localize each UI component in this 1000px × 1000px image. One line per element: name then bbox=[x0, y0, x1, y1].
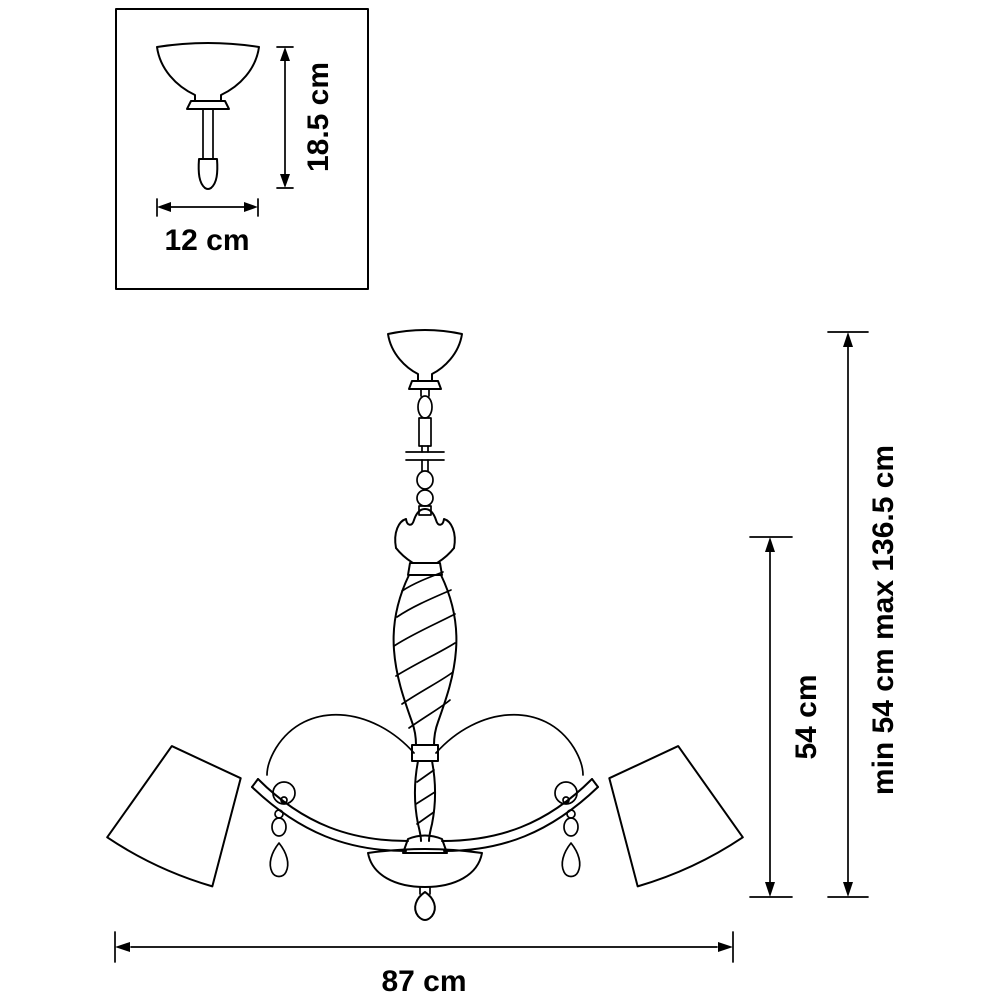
chandelier-drawing bbox=[106, 329, 744, 921]
inset-width-label: 12 cm bbox=[164, 224, 250, 257]
arm-left bbox=[251, 714, 415, 852]
dimension-overall-height-line bbox=[827, 331, 869, 898]
crystal-pendant-left bbox=[269, 781, 296, 878]
inset-height-dimension-line bbox=[276, 46, 294, 189]
overall-height-label: min 54 cm max 136.5 cm bbox=[867, 444, 900, 796]
canopy-detail-drawing bbox=[156, 42, 260, 190]
width-label: 87 cm bbox=[381, 965, 467, 998]
inset-box bbox=[115, 8, 369, 290]
lamp-shade-right bbox=[608, 745, 744, 888]
ceiling-cup bbox=[387, 329, 463, 397]
dimension-width-line bbox=[114, 931, 734, 963]
dimension-inner-height-line bbox=[749, 536, 793, 898]
twisted-glass-column bbox=[392, 571, 458, 854]
chain-and-rod bbox=[405, 395, 445, 516]
lamp-shade-left bbox=[106, 745, 242, 888]
crystal-pendant-right bbox=[554, 781, 581, 878]
bottom-bowl-and-finial bbox=[367, 848, 483, 921]
arm-right bbox=[435, 714, 599, 852]
inset-width-dimension-line bbox=[156, 198, 259, 217]
inner-height-label: 54 cm bbox=[790, 674, 823, 760]
inset-height-label: 18.5 cm bbox=[302, 61, 335, 173]
crown-ornament bbox=[394, 508, 456, 576]
